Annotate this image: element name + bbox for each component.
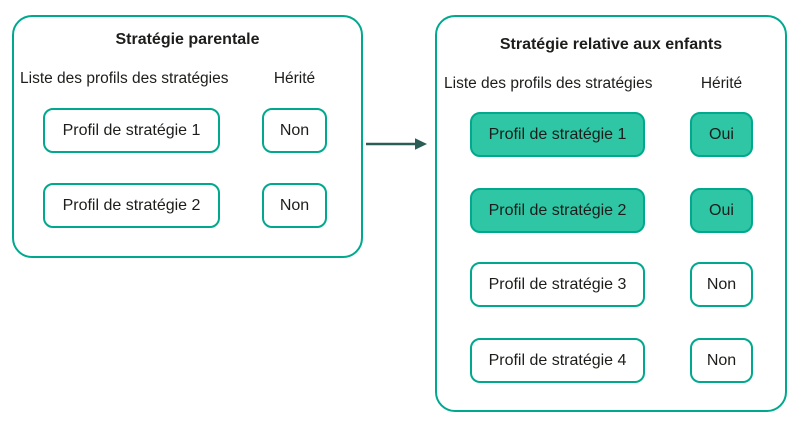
table-row: Profil de stratégie 2 Oui <box>437 188 785 233</box>
inherited-box: Non <box>690 262 753 307</box>
inherited-box: Non <box>262 108 327 153</box>
table-row: Profil de stratégie 1 Oui <box>437 112 785 157</box>
parent-column-inherited-label: Hérité <box>273 70 316 87</box>
table-row: Profil de stratégie 1 Non <box>14 108 361 153</box>
inherited-box: Non <box>262 183 327 228</box>
child-policy-title: Stratégie relative aux enfants <box>499 36 723 53</box>
profile-box: Profil de stratégie 2 <box>470 188 645 233</box>
parent-column-profiles-label: Liste des profils des stratégies <box>20 70 229 87</box>
table-row: Profil de stratégie 2 Non <box>14 183 361 228</box>
child-column-profiles-label: Liste des profils des stratégies <box>444 75 653 92</box>
inherited-box: Oui <box>690 188 753 233</box>
child-policy-panel: Stratégie relative aux enfants Liste des… <box>435 15 787 412</box>
profile-box: Profil de stratégie 1 <box>43 108 220 153</box>
table-row: Profil de stratégie 3 Non <box>437 262 785 307</box>
table-row: Profil de stratégie 4 Non <box>437 338 785 383</box>
profile-box: Profil de stratégie 4 <box>470 338 645 383</box>
profile-box: Profil de stratégie 2 <box>43 183 220 228</box>
inherited-box: Non <box>690 338 753 383</box>
profile-box: Profil de stratégie 3 <box>470 262 645 307</box>
parent-policy-panel: Stratégie parentale Liste des profils de… <box>12 15 363 258</box>
inherited-box: Oui <box>690 112 753 157</box>
parent-policy-title: Stratégie parentale <box>115 31 260 48</box>
profile-box: Profil de stratégie 1 <box>470 112 645 157</box>
child-column-inherited-label: Hérité <box>700 75 743 92</box>
inheritance-arrow-icon <box>366 138 427 150</box>
